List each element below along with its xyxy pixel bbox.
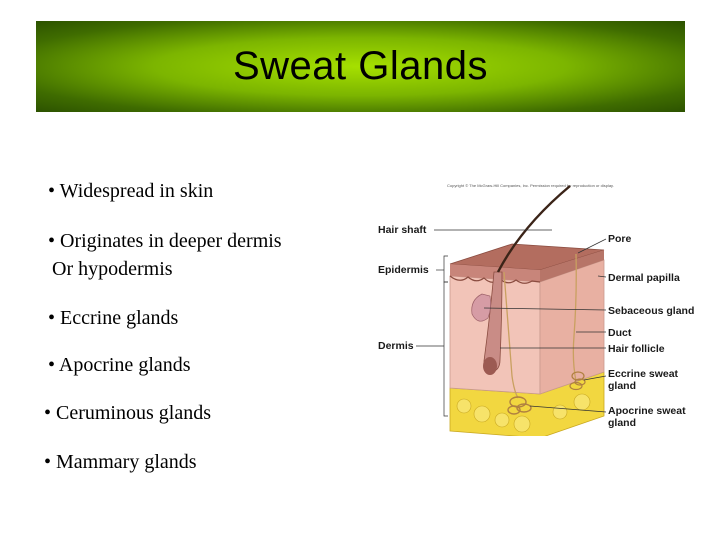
title-bar: Sweat Glands xyxy=(36,21,685,112)
bullet-eccrine: • Eccrine glands xyxy=(48,307,179,329)
label-dermis: Dermis xyxy=(378,340,414,352)
label-dermal-papilla: Dermal papilla xyxy=(608,272,680,284)
bullet-widespread: • Widespread in skin xyxy=(48,180,214,202)
label-eccrine-gland: gland xyxy=(608,380,636,392)
skin-diagram: Copyright © The McGraw-Hill Companies, I… xyxy=(378,183,694,436)
label-duct: Duct xyxy=(608,327,632,339)
label-sebaceous-gland: Sebaceous gland xyxy=(608,305,694,317)
copyright-text: Copyright © The McGraw-Hill Companies, I… xyxy=(447,183,614,188)
label-epidermis: Epidermis xyxy=(378,264,429,276)
eccrine-duct xyxy=(572,253,577,382)
label-hair-follicle: Hair follicle xyxy=(608,343,665,355)
apocrine-duct xyxy=(503,271,519,399)
label-apocrine-gland: gland xyxy=(608,417,636,429)
sebaceous-gland xyxy=(471,293,492,322)
slide-title: Sweat Glands xyxy=(232,44,489,88)
apocrine-coil xyxy=(507,396,532,415)
label-pore: Pore xyxy=(608,233,632,245)
bullet-originates: • Originates in deeper dermis xyxy=(48,230,282,252)
bullet-mammary: • Mammary glands xyxy=(44,451,197,473)
eccrine-coil xyxy=(569,371,586,391)
dermis-side xyxy=(539,259,605,395)
label-eccrine-sweat: Eccrine sweat xyxy=(608,368,679,380)
bullet-apocrine: • Apocrine glands xyxy=(48,354,191,376)
label-hair-shaft: Hair shaft xyxy=(378,224,427,236)
skin-block xyxy=(449,185,605,436)
bullet-ceruminous: • Ceruminous glands xyxy=(44,402,211,424)
bullet-hypodermis: Or hypodermis xyxy=(52,258,173,280)
hair-shaft xyxy=(496,185,571,273)
label-apocrine-sweat: Apocrine sweat xyxy=(608,405,686,417)
